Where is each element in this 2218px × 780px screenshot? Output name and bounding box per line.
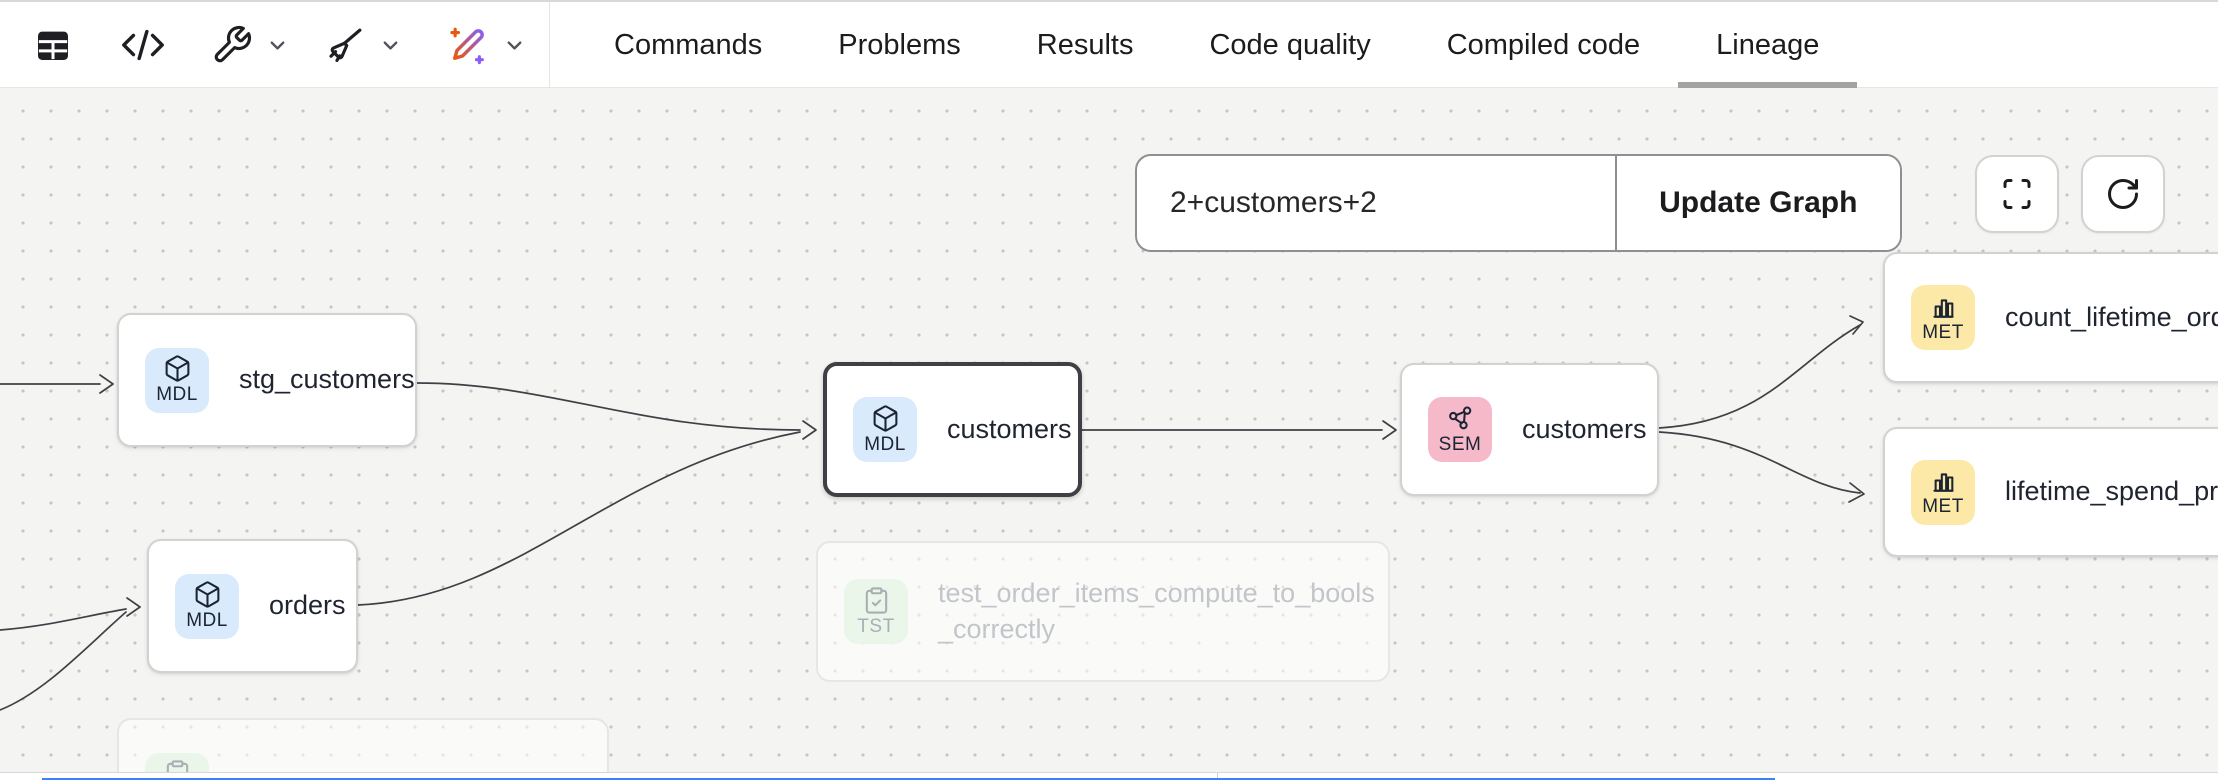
chevron-down-icon: [383, 40, 398, 50]
header-divider: [549, 2, 550, 88]
cube-icon: [165, 355, 189, 382]
badge-label: MDL: [186, 610, 228, 631]
model-badge: MDL: [175, 573, 239, 639]
bottom-strip-divider: [1217, 773, 1218, 780]
update-graph-button[interactable]: Update Graph: [1614, 156, 1900, 250]
fit-view-button[interactable]: [1975, 155, 2059, 233]
wrench-icon: [214, 25, 252, 63]
bar-chart-icon: [1932, 298, 1954, 318]
cube-icon: [195, 581, 219, 608]
table-view-icon: [38, 31, 68, 60]
refresh-icon: [2108, 179, 2138, 209]
badge-label: MDL: [864, 433, 906, 455]
metric-badge: MET: [1911, 459, 1975, 525]
format-dropdown[interactable]: [211, 2, 289, 88]
node-label: count_lifetime_order: [2005, 301, 2218, 332]
code-button[interactable]: [120, 2, 166, 88]
refresh-button[interactable]: [2081, 155, 2165, 233]
ai-assist-dropdown[interactable]: [446, 2, 526, 88]
test-badge: TST: [844, 579, 908, 644]
tab-compiled-code[interactable]: Compiled code: [1446, 28, 1641, 61]
node-test-order-items[interactable]: TST test_order_items_compute_to_bools_co…: [816, 541, 1390, 682]
node-label: stg_customers: [239, 364, 415, 395]
lineage-edges: [0, 315, 1865, 711]
node-stg-customers[interactable]: MDL stg_customers: [117, 313, 417, 447]
node-customers-semantic[interactable]: SEM customers: [1400, 363, 1659, 496]
badge-label: MET: [1922, 496, 1964, 517]
tab-lineage[interactable]: Lineage: [1678, 2, 1858, 88]
chevron-down-icon: [270, 40, 285, 50]
tab-results[interactable]: Results: [1036, 28, 1134, 61]
model-selector-input[interactable]: [1137, 156, 1615, 250]
node-lifetime-spend-pretax[interactable]: MET lifetime_spend_preta: [1883, 427, 2218, 557]
fullscreen-icon: [2003, 179, 2031, 209]
bottom-blue-indicator: [42, 778, 1775, 780]
clean-dropdown[interactable]: [324, 2, 402, 88]
badge-label: TST: [857, 615, 895, 637]
model-badge: MDL: [145, 347, 209, 413]
chevron-down-icon: [507, 40, 522, 50]
broom-icon: [329, 28, 362, 62]
clipboard-check-icon: [166, 760, 188, 772]
model-badge: MDL: [853, 397, 917, 462]
lineage-canvas[interactable]: MDL stg_customers MDL orders MDL: [0, 88, 2218, 772]
node-label: orders: [269, 590, 346, 621]
node-count-lifetime-orders[interactable]: MET count_lifetime_order: [1883, 252, 2218, 383]
magic-pencil-icon: [450, 27, 484, 65]
node-test-partial[interactable]: TST: [117, 718, 609, 772]
node-label: customers: [947, 413, 1072, 444]
test-badge: TST: [145, 752, 209, 772]
node-label: customers: [1522, 413, 1647, 444]
bottom-strip: [0, 772, 2218, 780]
tab-code-quality[interactable]: Code quality: [1209, 28, 1371, 61]
tab-bar: Commands Problems Results Code quality C…: [549, 2, 2218, 88]
node-label: lifetime_spend_preta: [2005, 476, 2218, 507]
badge-label: MDL: [156, 384, 198, 405]
badge-label: SEM: [1438, 433, 1482, 455]
code-icon: [122, 29, 164, 61]
semantic-graph-icon: [1448, 405, 1471, 429]
header-bar: Commands Problems Results Code quality C…: [0, 0, 2218, 88]
tab-commands[interactable]: Commands: [614, 28, 763, 61]
badge-label: MET: [1922, 321, 1964, 343]
node-customers-model[interactable]: MDL customers: [823, 362, 1082, 497]
table-view-button[interactable]: [33, 2, 73, 88]
node-orders[interactable]: MDL orders: [147, 539, 358, 673]
node-label: test_order_items_compute_to_bools_correc…: [938, 578, 1375, 644]
bar-chart-icon: [1932, 473, 1954, 492]
cube-icon: [873, 404, 897, 432]
metric-badge: MET: [1911, 285, 1975, 350]
graph-filter-group: Update Graph: [1135, 154, 1902, 252]
clipboard-check-icon: [865, 586, 887, 614]
semantic-badge: SEM: [1428, 397, 1492, 462]
tab-problems[interactable]: Problems: [838, 28, 961, 61]
